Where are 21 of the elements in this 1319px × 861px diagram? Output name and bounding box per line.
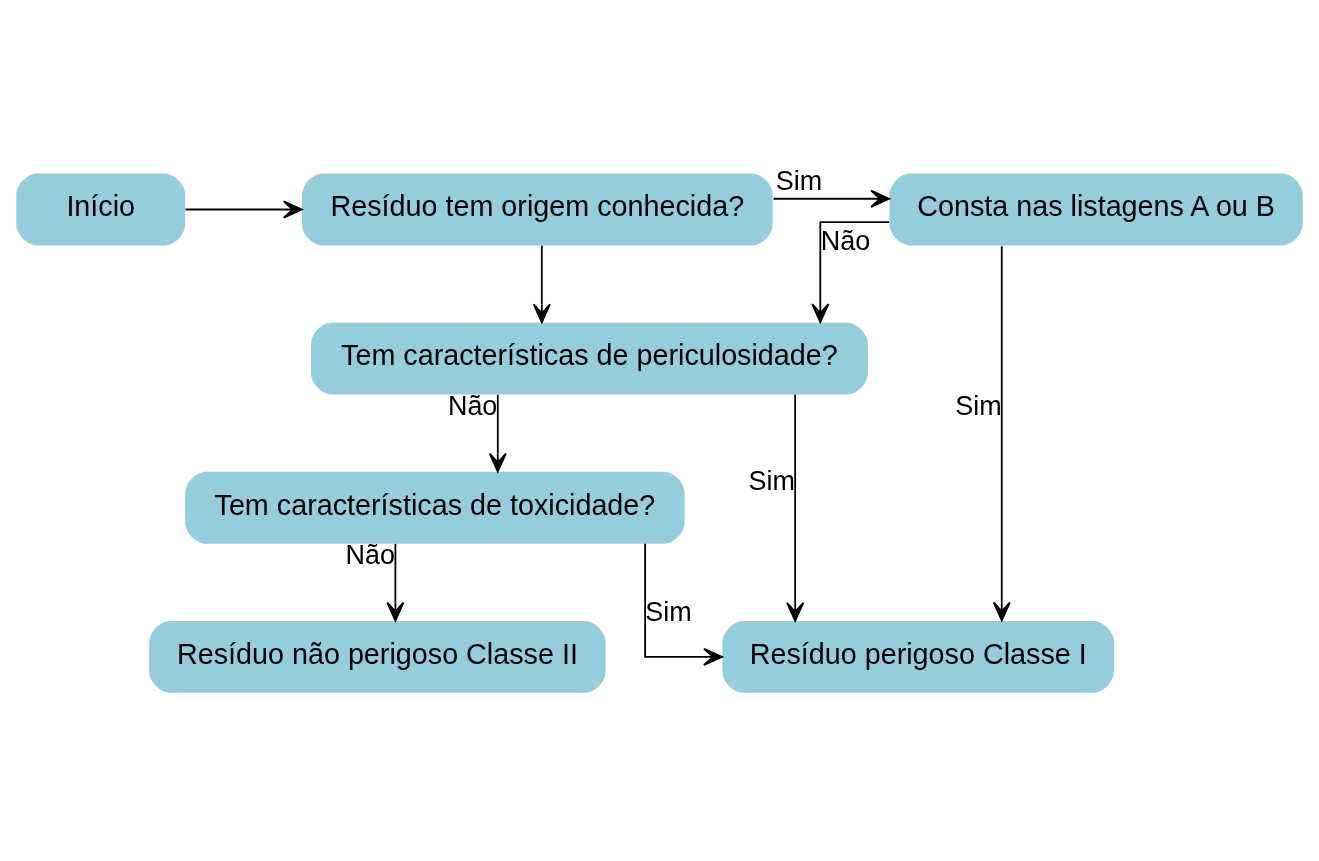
arrow bbox=[488, 393, 507, 473]
node-box: Resíduo tem origem conhecida? bbox=[301, 173, 773, 246]
node-box: Consta nas listagens A ou B bbox=[889, 173, 1303, 246]
arrow bbox=[532, 244, 551, 324]
node-box: Resíduo não perigoso Classe II bbox=[149, 620, 606, 693]
arrow bbox=[184, 200, 303, 219]
arrow bbox=[786, 393, 805, 622]
edge-label: Sim bbox=[645, 596, 692, 627]
edge-label: Sim bbox=[775, 165, 823, 196]
arrow bbox=[992, 245, 1011, 622]
arrow bbox=[772, 189, 890, 208]
edge-label: Sim bbox=[955, 391, 1002, 422]
edge-label: Não bbox=[820, 226, 871, 257]
arrow bbox=[811, 221, 891, 323]
arrow bbox=[386, 542, 405, 622]
node-box: Resíduo perigoso Classe I bbox=[722, 620, 1115, 693]
node-box: Tem características de periculosidade? bbox=[310, 322, 868, 395]
node-box: Início bbox=[16, 173, 186, 246]
node-box: Tem características de toxicidade? bbox=[185, 471, 685, 544]
arrow bbox=[644, 542, 723, 666]
edge-label: Sim bbox=[748, 465, 795, 496]
